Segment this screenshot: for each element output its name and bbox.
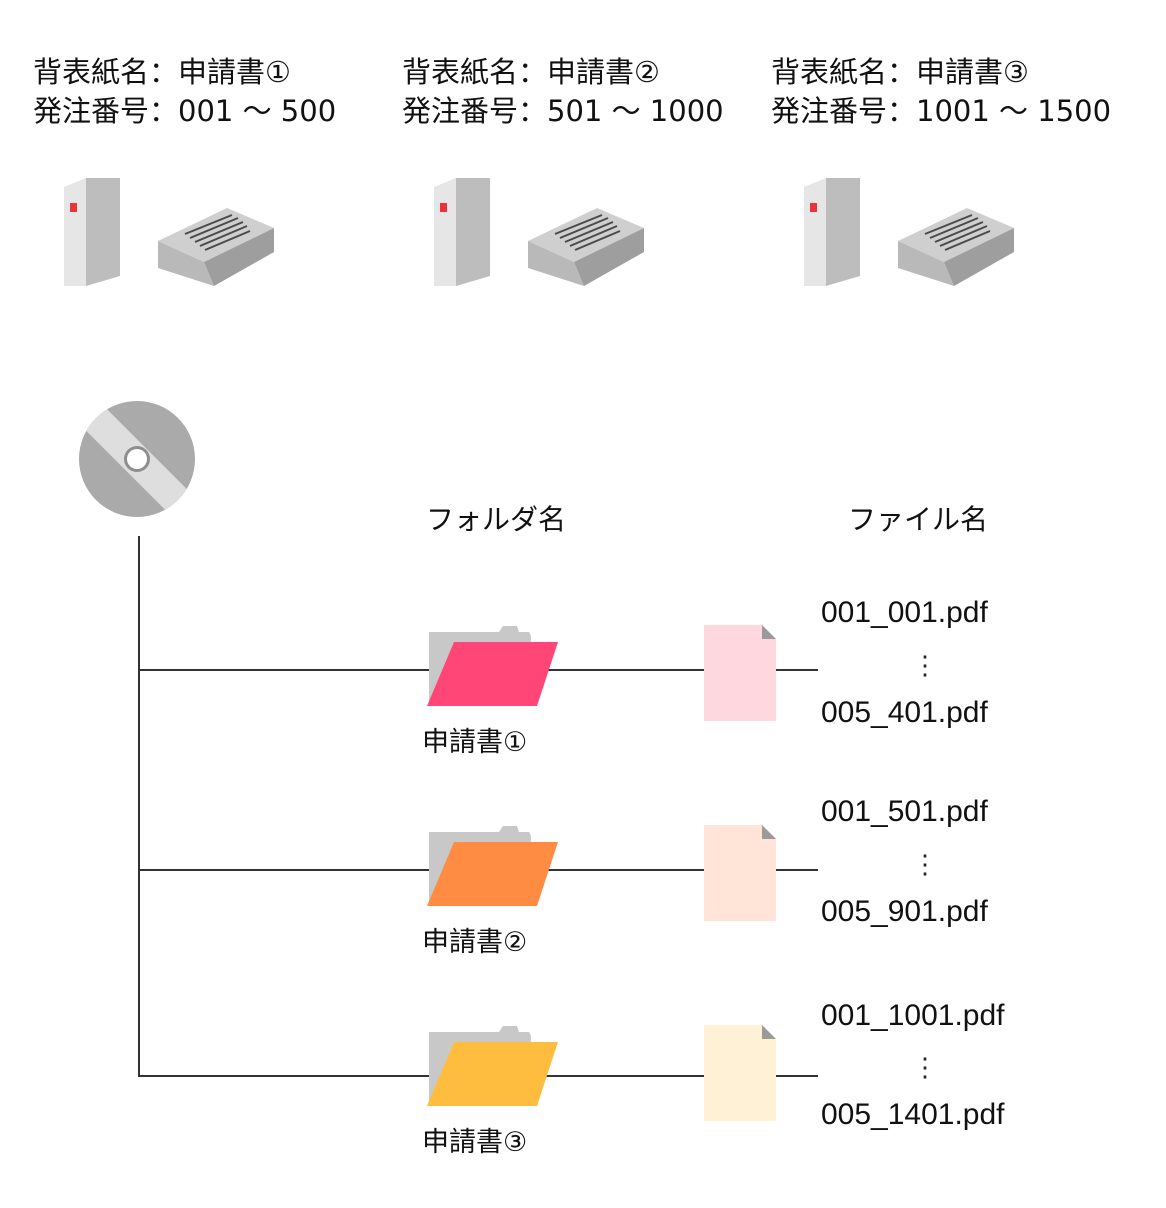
pdf-file-icon[interactable] — [704, 1025, 778, 1123]
paper-stack-icon — [528, 208, 644, 286]
folder-name: 申請書② — [422, 927, 528, 958]
file-name-last: 005_401.pdf — [821, 696, 988, 729]
paper-stack-icon — [158, 208, 274, 286]
order-range-label: 発注番号：001 ～ 500 — [33, 94, 337, 128]
folder-name: 申請書③ — [422, 1127, 528, 1158]
ellipsis-vertical: ⋮ — [912, 1052, 938, 1082]
cd-disc-icon — [79, 401, 195, 517]
folder-name-header: フォルダ名 — [426, 503, 567, 536]
binder-icon — [434, 178, 490, 286]
folder-icon[interactable] — [427, 1024, 562, 1116]
spine-label: 背表紙名：申請書② — [402, 55, 660, 89]
ellipsis-vertical: ⋮ — [912, 650, 938, 680]
file-name-first: 001_001.pdf — [821, 596, 988, 629]
spine-label: 背表紙名：申請書① — [33, 55, 291, 89]
paper-stack-icon — [898, 208, 1014, 286]
binder-icon — [64, 178, 120, 286]
folder-name: 申請書① — [422, 727, 528, 758]
pdf-file-icon[interactable] — [704, 625, 778, 723]
pdf-file-icon[interactable] — [704, 825, 778, 923]
spine-label: 背表紙名：申請書③ — [771, 55, 1029, 89]
folder-icon[interactable] — [427, 824, 562, 916]
folder-icon[interactable] — [427, 624, 562, 716]
ellipsis-vertical: ⋮ — [912, 849, 938, 879]
file-name-last: 005_1401.pdf — [821, 1098, 1005, 1131]
file-name-first: 001_1001.pdf — [821, 999, 1005, 1032]
file-name-header: ファイル名 — [848, 503, 989, 536]
order-range-label: 発注番号：501 ～ 1000 — [402, 94, 724, 128]
binder-icon — [804, 178, 860, 286]
file-name-last: 005_901.pdf — [821, 895, 988, 928]
file-name-first: 001_501.pdf — [821, 795, 988, 828]
order-range-label: 発注番号：1001 ～ 1500 — [771, 94, 1112, 128]
